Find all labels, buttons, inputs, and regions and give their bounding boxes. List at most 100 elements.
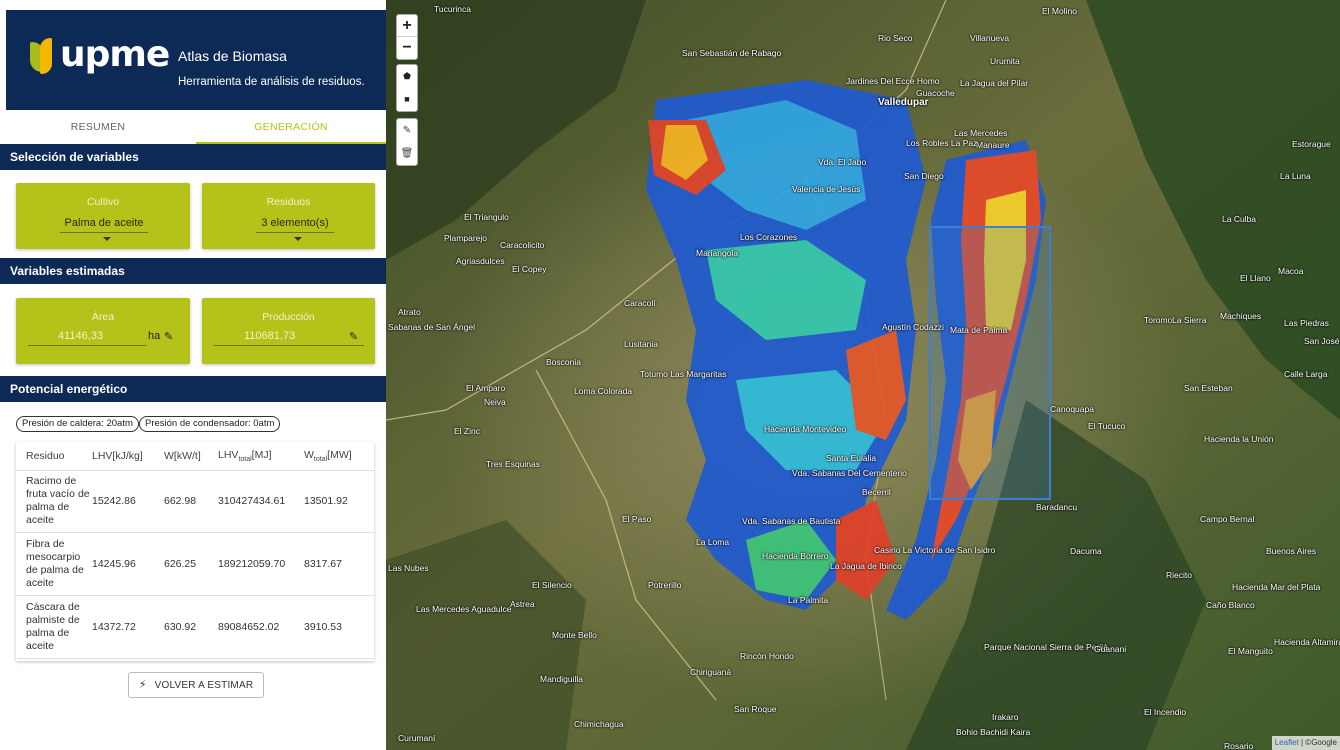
- tab-resumen[interactable]: RESUMEN: [70, 121, 126, 133]
- place-label: Toromo: [1144, 315, 1173, 325]
- cultivo-value: Palma de aceite: [64, 217, 144, 229]
- place-label: El Llano: [1240, 273, 1271, 283]
- place-label: Hacienda Mar del Plata: [1232, 582, 1321, 592]
- place-label: San Roque: [734, 704, 777, 714]
- col-w-total-unit: [MW]: [327, 448, 352, 461]
- place-label: Urumita: [990, 56, 1020, 66]
- place-label: Estorague: [1292, 139, 1331, 149]
- col-w-total-sub: total: [313, 455, 328, 463]
- place-label: Tucurinca: [434, 4, 472, 14]
- place-label: Loma Colorada: [574, 386, 633, 396]
- place-label: La Sierra: [1172, 315, 1207, 325]
- cultivo-selector-card: Cultivo Palma de aceite: [16, 183, 190, 249]
- area-label: Área: [91, 311, 115, 323]
- place-label: Manaure: [976, 140, 1010, 150]
- place-label: Curumaní: [398, 733, 436, 743]
- place-label: La Palmita: [788, 595, 829, 605]
- place-label: Valencia de Jesús: [792, 184, 861, 194]
- place-label: El Incendio: [1144, 707, 1187, 717]
- condensador-pressure-chip[interactable]: Presión de condensador: 0atm: [139, 416, 281, 432]
- place-label: La Luna: [1280, 171, 1311, 181]
- cultivo-dropdown[interactable]: Palma de aceite: [60, 215, 148, 241]
- place-label: Hacienda Montevideo: [764, 424, 847, 434]
- table-row: Fibra de mesocarpio de palma de aceite 1…: [16, 532, 374, 596]
- place-label: Campo Bernal: [1200, 514, 1255, 524]
- place-label: El Copey: [512, 264, 547, 274]
- edit-toolbar: ✎ 🗑: [396, 118, 418, 166]
- cell-lhv-total: 89084652.02: [218, 595, 304, 659]
- place-label: Jardines Del Ecce Homo: [846, 76, 940, 86]
- map-attribution: Leaflet | ©Google: [1271, 736, 1340, 750]
- residuos-dropdown[interactable]: 3 elemento(s): [256, 215, 334, 241]
- residuos-label: Residuos: [266, 196, 311, 208]
- section-variables-header: Selección de variables: [0, 144, 386, 170]
- logo-wordmark: upme: [60, 34, 170, 75]
- area-value: 41146,33: [58, 330, 104, 342]
- cell-lhv-total: 310427434.61: [218, 470, 304, 533]
- place-label: Macoa: [1278, 266, 1304, 276]
- place-label: Los Robles La Paz: [906, 138, 978, 148]
- draw-rectangle-icon[interactable]: ■: [404, 94, 410, 104]
- satellite-basemap: [386, 0, 1340, 750]
- place-label: Las Mercedes: [954, 128, 1008, 138]
- place-label: Mariangola: [696, 248, 739, 258]
- place-label: El Amparo: [466, 383, 506, 393]
- place-label: Mata de Palma: [950, 325, 1008, 335]
- place-label: El Molino: [1042, 6, 1077, 16]
- bolt-icon: ⚡: [138, 679, 147, 691]
- pencil-icon[interactable]: ✎: [349, 331, 359, 343]
- recalculate-label: VOLVER A ESTIMAR: [154, 680, 254, 691]
- produccion-field[interactable]: 110681,73: [214, 328, 364, 346]
- place-label: La Jagua del Pilar: [960, 78, 1029, 88]
- edit-layers-icon[interactable]: ✎: [402, 125, 412, 136]
- caldera-pressure-chip[interactable]: Presión de caldera: 20atm: [16, 416, 139, 432]
- residuos-value: 3 elemento(s): [261, 217, 329, 229]
- place-label: Atrato: [398, 307, 421, 317]
- recalculate-button[interactable]: ⚡ VOLVER A ESTIMAR: [128, 672, 264, 698]
- produccion-card: Producción 110681,73 ✎: [202, 298, 375, 364]
- leaflet-link[interactable]: Leaflet: [1274, 738, 1299, 747]
- table-row: Racimo de fruta vacío de palma de aceite…: [16, 470, 374, 533]
- area-unit: ha: [148, 330, 161, 342]
- app-title: Atlas de Biomasa: [178, 48, 287, 64]
- cell-w: 662.98: [164, 470, 218, 533]
- cell-w-total: 8317.67: [304, 532, 374, 596]
- cell-residuo: Racimo de fruta vacío de palma de aceite: [16, 470, 92, 533]
- place-label: Vda. Sabanas de Bautista: [742, 516, 841, 526]
- cultivo-label: Cultivo: [86, 196, 120, 208]
- zoom-out-button[interactable]: −: [402, 39, 412, 56]
- place-label: La Jagua de Ibirico: [830, 561, 902, 571]
- cell-residuo: Fibra de mesocarpio de palma de aceite: [16, 532, 92, 596]
- cell-lhv: 14245.96: [92, 532, 164, 596]
- zoom-in-button[interactable]: +: [397, 15, 417, 37]
- pencil-icon[interactable]: ✎: [164, 331, 174, 343]
- delete-layers-icon[interactable]: 🗑: [400, 148, 414, 159]
- place-label: Hacienda Borrero: [762, 551, 829, 561]
- area-field[interactable]: 41146,33: [28, 328, 146, 346]
- place-label: Casirio La Victoria de San Isidro: [874, 545, 996, 555]
- place-label: Riecito: [1166, 570, 1192, 580]
- place-label: Parque Nacional Sierra de Perijá: [984, 642, 1108, 652]
- place-label: Las Nubes: [388, 563, 429, 573]
- place-label: Neiva: [484, 397, 506, 407]
- draw-polygon-icon[interactable]: ⬟: [403, 71, 411, 81]
- tab-generacion[interactable]: GENERACIÓN: [196, 110, 386, 144]
- upme-logo: upme: [30, 34, 170, 82]
- chevron-down-icon: [102, 237, 111, 241]
- place-label: Canoquapa: [1050, 404, 1094, 414]
- place-label: Chiriguaná: [690, 667, 732, 677]
- place-label: Guacoche: [916, 88, 955, 98]
- place-label: Caño Blanco: [1206, 600, 1255, 610]
- section-estimadas-header: Variables estimadas: [0, 258, 386, 284]
- place-label: San Esteban: [1184, 383, 1233, 393]
- place-label: Villanueva: [970, 33, 1010, 43]
- col-lhv-total-base: LHV: [218, 448, 239, 461]
- map-view[interactable]: + − ⬟ ■ ✎ 🗑 Tucurinca Rio Seco Villanuev…: [386, 0, 1340, 750]
- place-label: Lusitania: [624, 339, 659, 349]
- place-label: Santa Eulalia: [826, 453, 877, 463]
- place-label: Totumo Las Margaritas: [640, 369, 727, 379]
- chevron-down-icon: [293, 237, 302, 241]
- place-label: Vda. Sabanas Del Cementerio: [792, 468, 907, 478]
- place-label: Plamparejo: [444, 233, 487, 243]
- place-label: Rosario: [1224, 741, 1254, 750]
